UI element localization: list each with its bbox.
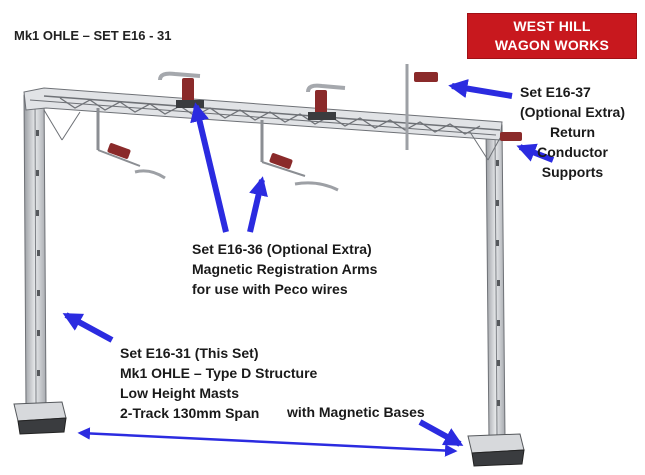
right-magnetic-base [467, 433, 525, 467]
callout-e16-37-line-2: (Optional Extra) [520, 104, 626, 120]
callout-e16-36-line-1: Set E16-36 (Optional Extra) [192, 241, 372, 257]
registration-arm-left [96, 108, 166, 180]
arrow-to-return-support-top [448, 79, 513, 99]
callout-e16-31: Set E16-31 (This Set) Mk1 OHLE – Type D … [120, 343, 317, 423]
callout-e16-36-line-3: for use with Peco wires [192, 281, 348, 297]
truss-boom [23, 87, 503, 161]
callout-e16-31-line-2: Mk1 OHLE – Type D Structure [120, 365, 318, 381]
logo-line-2: WAGON WORKS [494, 37, 610, 53]
arrow-to-left-mast [62, 312, 114, 343]
top-insulator-left [158, 71, 204, 108]
arrow-to-return-support-side [516, 143, 555, 163]
right-mast [485, 124, 506, 441]
callout-e16-36-line-2: Magnetic Registration Arms [192, 261, 378, 277]
left-mast [23, 89, 47, 409]
page-title: Mk1 OHLE – SET E16 - 31 [14, 28, 172, 43]
callout-e16-37-line-5: Supports [541, 164, 604, 180]
callout-e16-37: Set E16-37 (Optional Extra) Return Condu… [520, 82, 625, 182]
arrow-to-registration-arm [247, 176, 268, 233]
callout-e16-31-line-4: 2-Track 130mm Span [120, 405, 260, 421]
registration-arm-right [260, 120, 339, 192]
brand-logo: WEST HILL WAGON WORKS [468, 14, 636, 58]
callout-e16-37-line-1: Set E16-37 [520, 84, 591, 100]
return-conductor-support-top [405, 64, 438, 150]
arrow-to-top-insulator [190, 102, 229, 233]
return-conductor-support-side [500, 132, 522, 141]
callout-magnetic-bases: with Magnetic Bases [287, 404, 425, 420]
callout-e16-36: Set E16-36 (Optional Extra) Magnetic Reg… [192, 239, 377, 299]
logo-line-1: WEST HILL [513, 18, 591, 34]
callout-e16-31-line-3: Low Height Masts [120, 385, 240, 401]
left-magnetic-base [13, 401, 67, 435]
callout-e16-37-line-4: Conductor [537, 144, 608, 160]
span-dimension-arrow [77, 427, 458, 457]
top-insulator-right [306, 83, 346, 120]
arrow-to-right-base [418, 419, 464, 447]
callout-e16-31-line-1: Set E16-31 (This Set) [120, 345, 259, 361]
callout-e16-37-line-3: Return [549, 124, 596, 140]
